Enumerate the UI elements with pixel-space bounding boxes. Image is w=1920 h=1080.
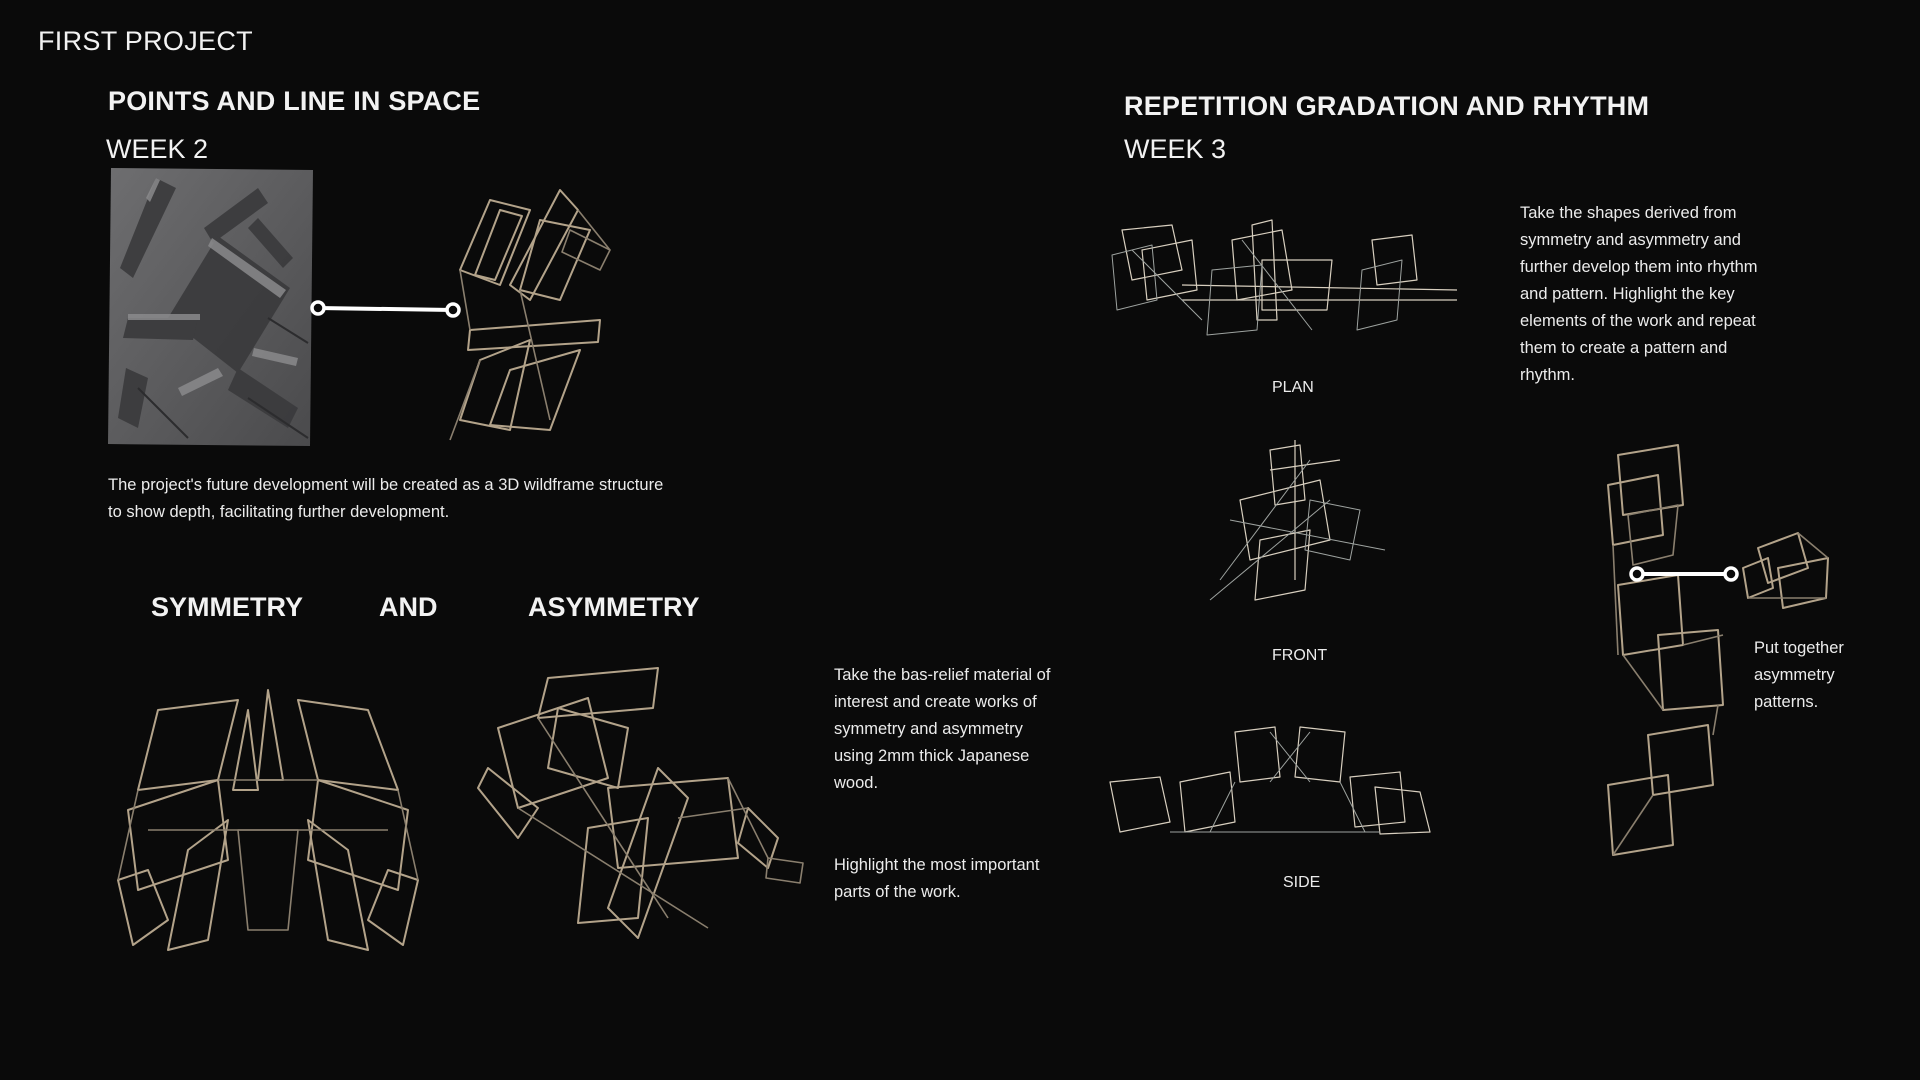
connector-arrow-week2	[310, 300, 461, 318]
week3-description: Take the shapes derived from symmetry an…	[1520, 204, 1758, 384]
plan-label: PLAN	[1272, 379, 1314, 396]
pattern-tower-wireframe	[1607, 444, 1724, 856]
symmetry-wireframe	[117, 689, 419, 951]
and-heading: AND	[379, 592, 438, 622]
plan-view-wireframe	[1111, 219, 1458, 336]
symmetry-heading: SYMMETRY	[151, 592, 304, 622]
week2-label: WEEK 2	[106, 134, 209, 164]
week2-instructions: Take the bas-relief material of interest…	[834, 666, 1051, 792]
connector-arrow-week3	[1629, 566, 1739, 582]
side-label: SIDE	[1283, 874, 1321, 891]
week3-title: REPETITION GRADATION AND RHYTHM	[1124, 91, 1650, 121]
week2-description: The project's future development will be…	[108, 476, 664, 521]
week2-title: POINTS AND LINE IN SPACE	[108, 86, 481, 116]
bas-relief-image	[108, 168, 313, 446]
week3-note: Put together asymmetry patterns.	[1754, 639, 1844, 711]
front-label: FRONT	[1272, 647, 1328, 664]
asymmetry-wireframe	[477, 667, 804, 939]
asymmetry-heading: ASYMMETRY	[528, 592, 700, 622]
week2-highlight: Highlight the most important parts of th…	[834, 856, 1040, 901]
wireframe-model-week2	[449, 189, 611, 441]
page-header-title: FIRST PROJECT	[38, 26, 253, 56]
front-view-wireframe	[1209, 440, 1386, 601]
side-view-wireframe	[1109, 726, 1431, 835]
week3-label: WEEK 3	[1124, 134, 1227, 164]
pattern-module-wireframe	[1742, 532, 1829, 609]
